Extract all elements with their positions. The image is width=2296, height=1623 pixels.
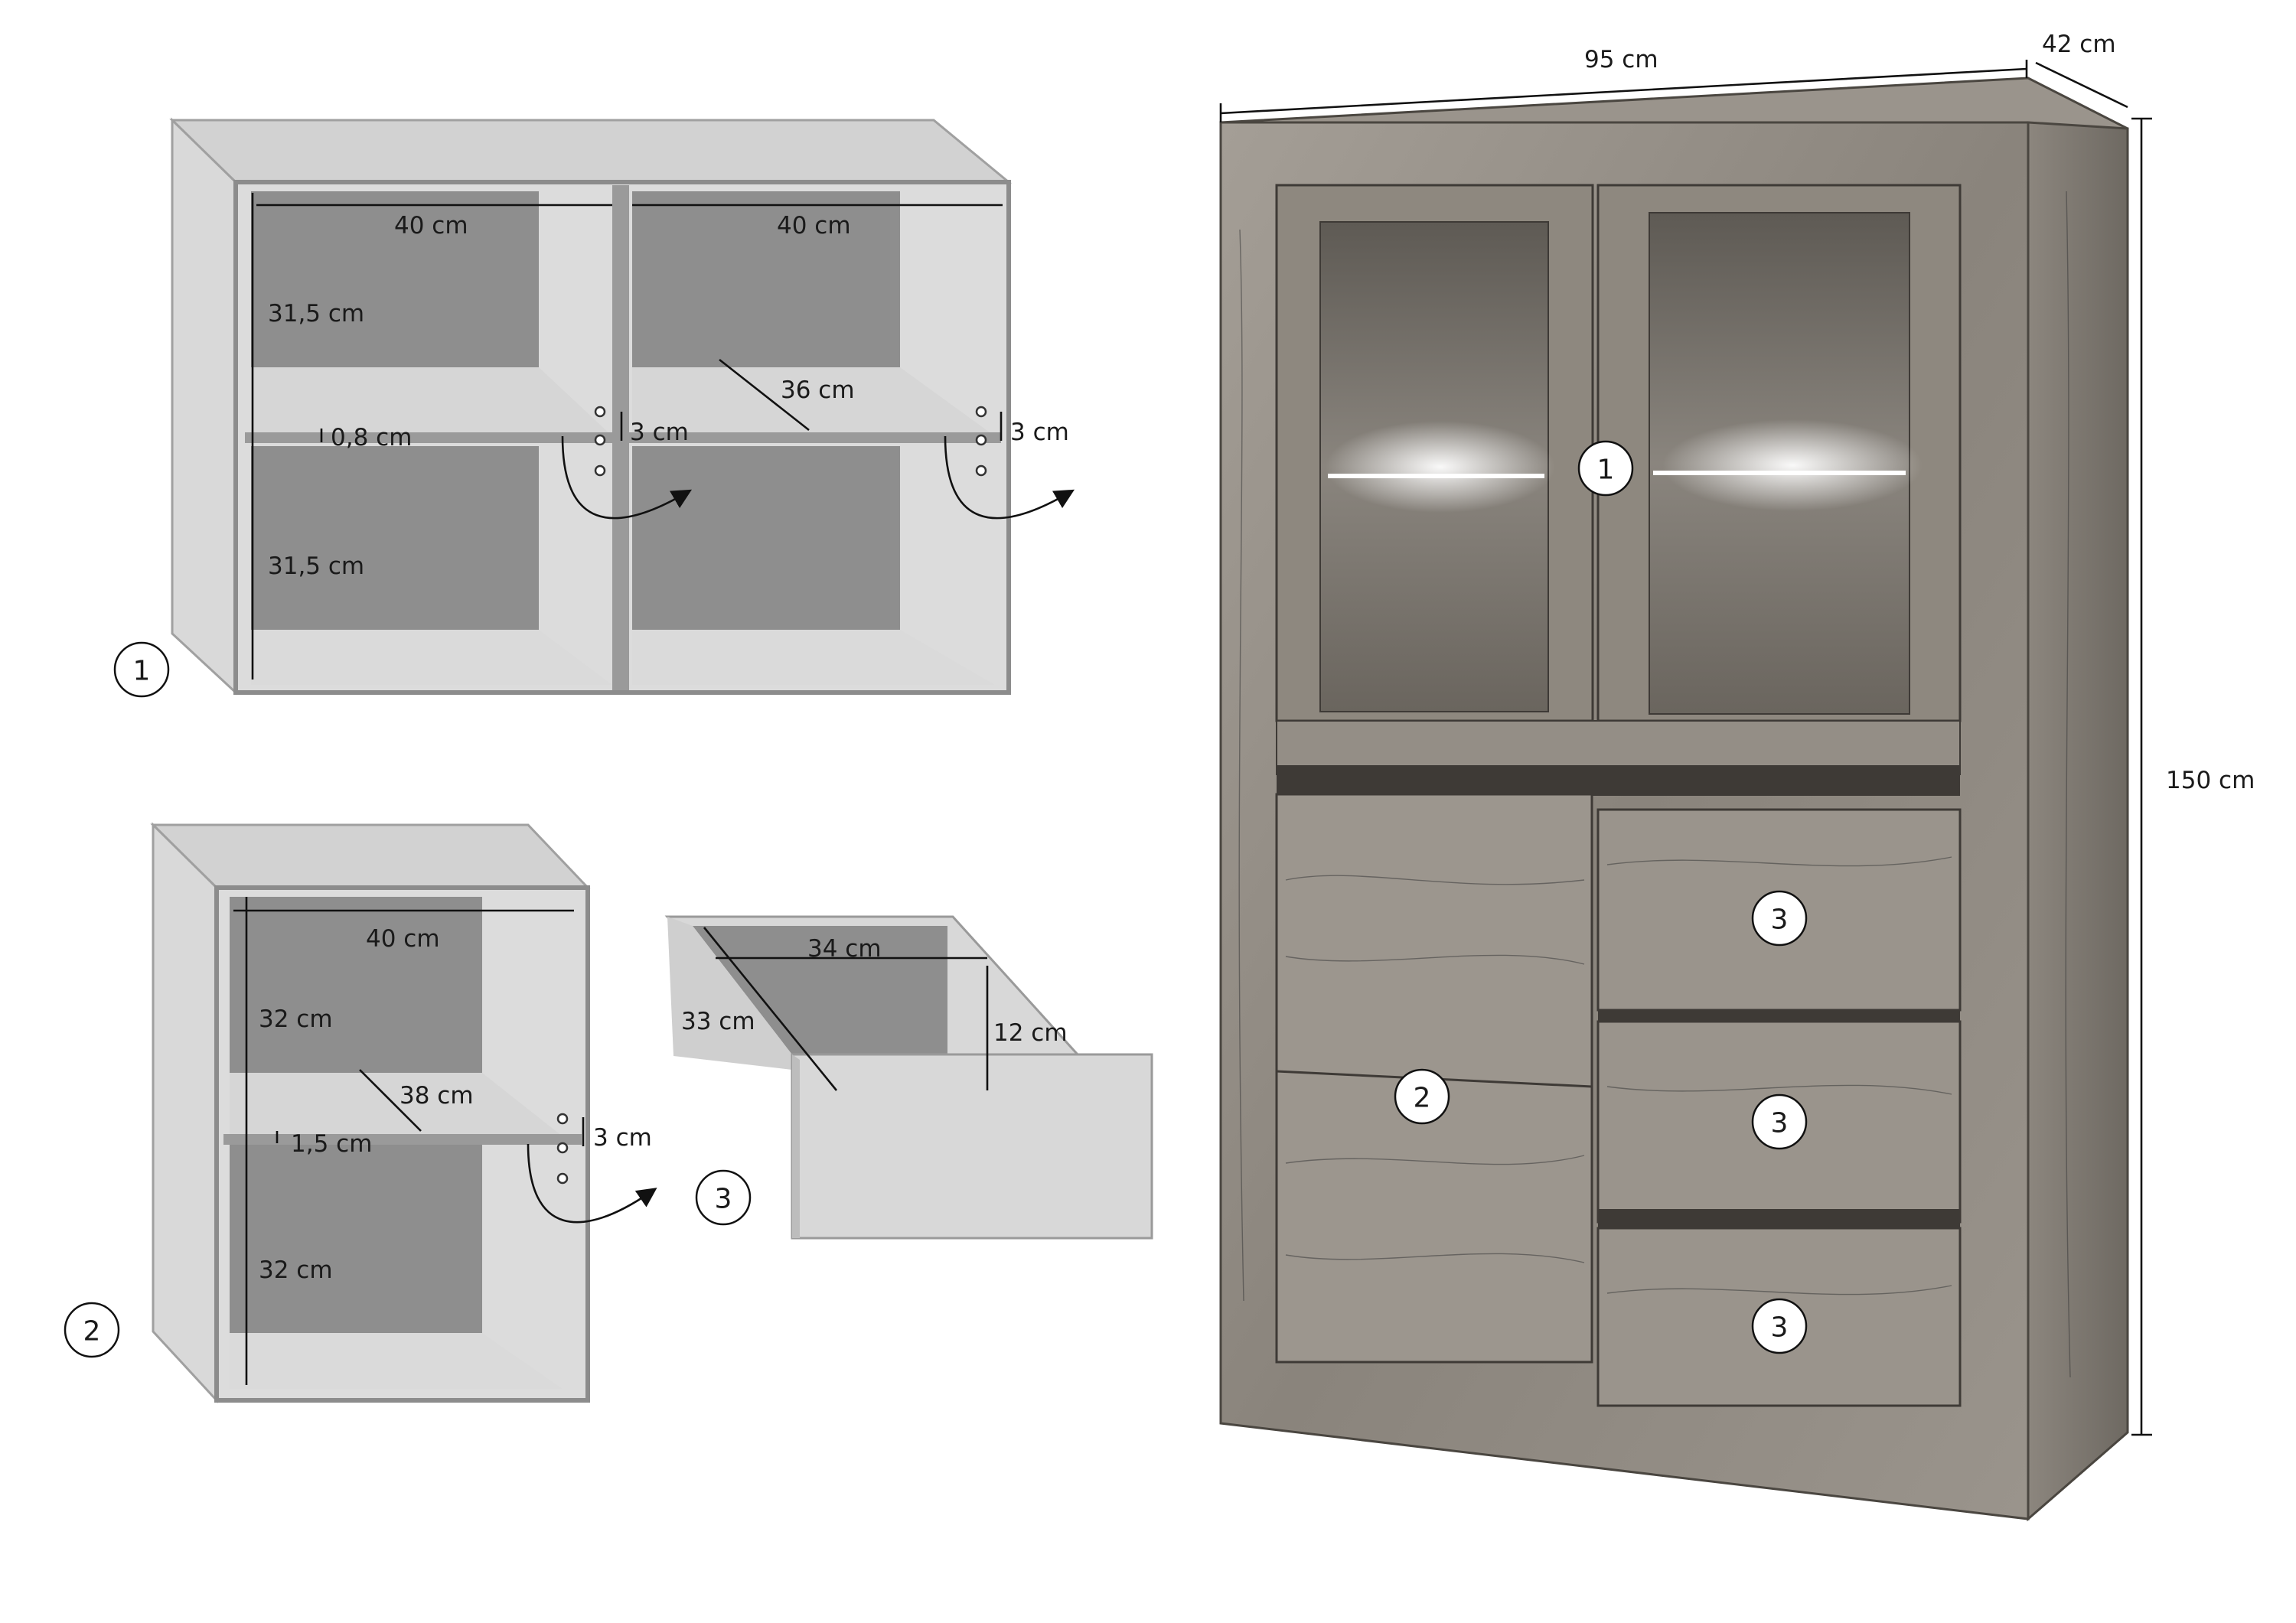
drawer-depth-label: 33 cm	[681, 1008, 755, 1035]
cabinet-callout-2: 2	[1414, 1083, 1431, 1114]
door-unit-diagram: 40 cm 32 cm 32 cm 38 cm 1,5 cm 3 cm 2	[64, 822, 657, 1403]
cabinet-illustration: 1 2 3 3 3 95 cm 42 cm 150 cm	[1219, 31, 2255, 1522]
cabinet-callout-3-bottom: 3	[1771, 1312, 1789, 1344]
shelf-unit-diagram: 40 cm 40 cm 31,5 cm 31,5 cm 36 cm 0,8 cm…	[113, 117, 1075, 698]
shelf-height-bottom-label: 31,5 cm	[268, 552, 364, 580]
drawer-diagram: 34 cm 33 cm 12 cm 3	[664, 915, 1153, 1240]
pin-spacing-label-2: 3 cm	[1010, 419, 1069, 446]
door-unit-pin-spacing-label: 3 cm	[593, 1124, 652, 1152]
cabinet-callout-3-middle: 3	[1771, 1108, 1789, 1139]
shelf-thickness-label: 0,8 cm	[331, 424, 412, 451]
door-unit-height-top-label: 32 cm	[259, 1005, 333, 1033]
door-unit-depth-label: 38 cm	[400, 1082, 474, 1110]
callout-3-drawer: 3	[715, 1184, 732, 1215]
drawer-width-label: 34 cm	[807, 935, 882, 963]
cabinet-height-label: 150 cm	[2166, 767, 2255, 794]
shelf-height-top-label: 31,5 cm	[268, 300, 364, 328]
shelf-width-right-label: 40 cm	[777, 212, 851, 240]
door-unit-thickness-label: 1,5 cm	[291, 1130, 372, 1158]
cabinet-depth-label: 42 cm	[2042, 31, 2116, 58]
cabinet-callout-1: 1	[1597, 455, 1615, 486]
shelf-width-left-label: 40 cm	[394, 212, 468, 240]
callout-2-door-unit: 2	[83, 1316, 101, 1348]
cabinet-callout-3-top: 3	[1771, 904, 1789, 936]
pin-spacing-label-1: 3 cm	[630, 419, 689, 446]
door-unit-height-bottom-label: 32 cm	[259, 1256, 333, 1284]
shelf-depth-label: 36 cm	[781, 376, 855, 404]
door-unit-width-label: 40 cm	[366, 925, 440, 953]
drawer-height-label: 12 cm	[993, 1019, 1068, 1047]
callout-1-shelf-unit: 1	[133, 656, 151, 687]
cabinet-width-label: 95 cm	[1584, 46, 1658, 73]
